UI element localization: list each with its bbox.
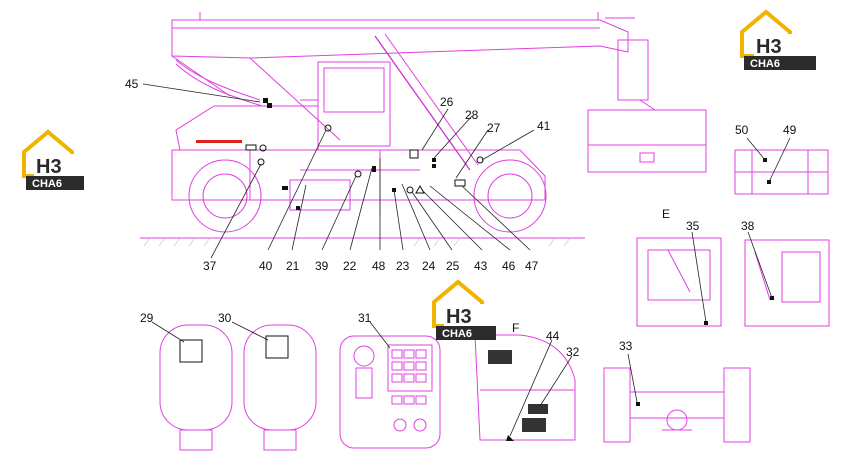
logo-big-text: H3 xyxy=(36,156,62,178)
tank-views xyxy=(159,324,317,451)
logo-small-text: CHA6 xyxy=(32,178,62,190)
callout-40: 40 xyxy=(259,259,273,273)
view-e-panels xyxy=(636,237,830,327)
logo-center: H3 CHA6 xyxy=(432,279,496,340)
control-console-view xyxy=(339,335,441,449)
callout-50: 50 xyxy=(735,123,749,137)
rear-panel-view xyxy=(734,149,829,195)
callout-21: 21 xyxy=(286,259,300,273)
callout-28: 28 xyxy=(465,108,479,122)
machine-side-view xyxy=(140,12,707,247)
red-warning-stripe xyxy=(196,140,242,143)
callout-41: 41 xyxy=(537,119,551,133)
view-f-cover xyxy=(474,334,576,441)
callout-38: 38 xyxy=(741,219,755,233)
callout-25: 25 xyxy=(446,259,460,273)
callout-39: 39 xyxy=(315,259,329,273)
callout-29: 29 xyxy=(140,311,154,325)
logo-small-text: CHA6 xyxy=(750,58,780,70)
callout-49: 49 xyxy=(783,123,797,137)
logo-big-text: H3 xyxy=(756,36,782,58)
callout-32: 32 xyxy=(566,345,580,359)
axle-top-view xyxy=(603,367,751,443)
callout-37: 37 xyxy=(203,259,217,273)
callout-26: 26 xyxy=(440,95,454,109)
callout-23: 23 xyxy=(396,259,410,273)
callout-31: 31 xyxy=(358,311,372,325)
callout-33: 33 xyxy=(619,339,633,353)
logo-left: H3 CHA6 xyxy=(22,129,84,190)
callout-43: 43 xyxy=(474,259,488,273)
callout-27: 27 xyxy=(487,121,501,135)
callout-45: 45 xyxy=(125,77,139,91)
logo-small-text: CHA6 xyxy=(442,328,472,340)
callout-48: 48 xyxy=(372,259,386,273)
callout-22: 22 xyxy=(343,259,357,273)
view-label-e: E xyxy=(662,207,670,221)
leader-lines xyxy=(142,83,791,437)
logo-top-right: H3 CHA6 xyxy=(740,9,816,70)
callout-30: 30 xyxy=(218,311,232,325)
callout-35: 35 xyxy=(686,219,700,233)
view-label-f: F xyxy=(512,321,519,335)
callout-24: 24 xyxy=(422,259,436,273)
callout-labels: 45 26 28 27 41 37 40 21 39 22 48 23 24 2… xyxy=(125,77,797,359)
callout-47: 47 xyxy=(525,259,539,273)
callout-44: 44 xyxy=(546,329,560,343)
logo-big-text: H3 xyxy=(446,306,472,328)
callout-46: 46 xyxy=(502,259,516,273)
